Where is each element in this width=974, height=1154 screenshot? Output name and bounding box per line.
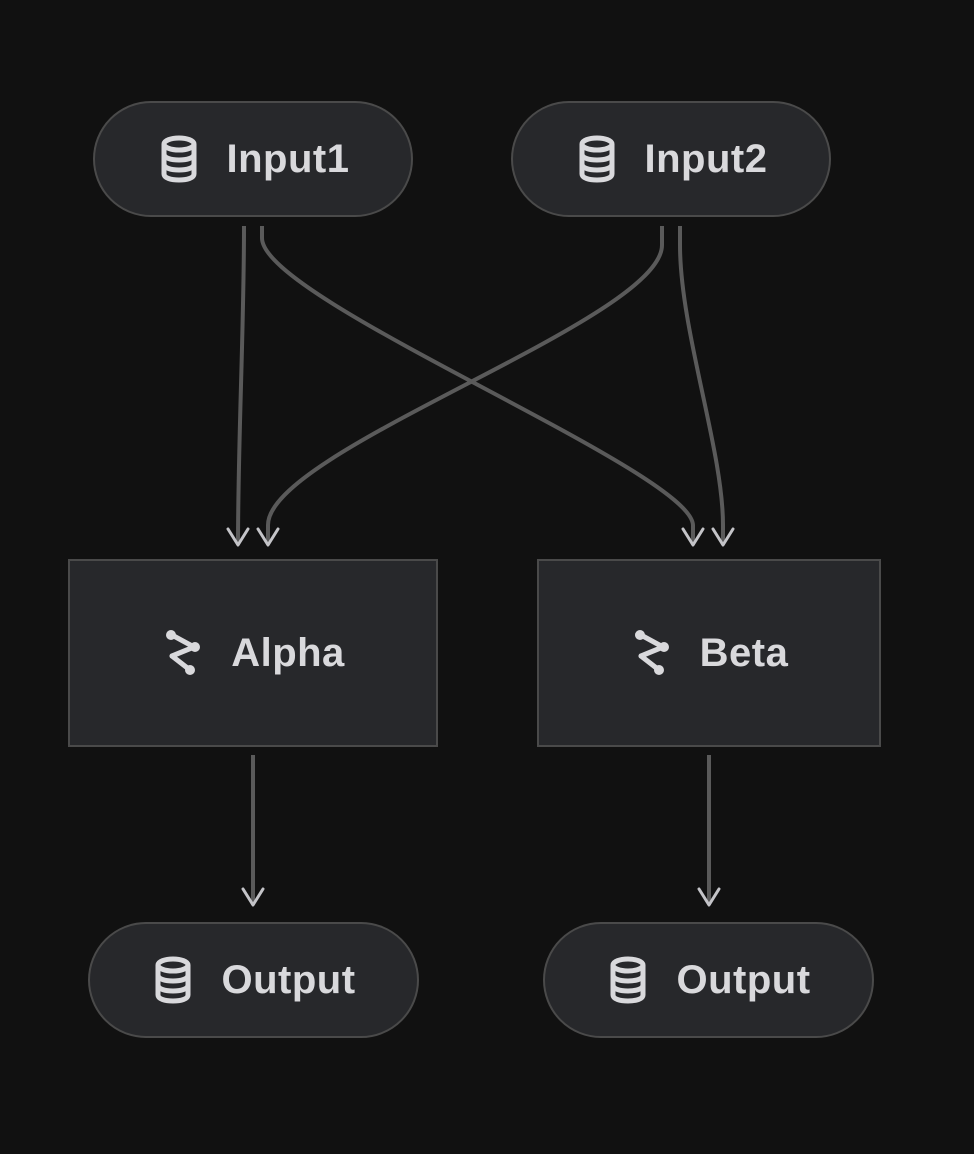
node-label: Input2 (644, 136, 768, 181)
database-icon (157, 135, 201, 183)
node-alpha[interactable]: Alpha (68, 559, 438, 747)
edge-input1-alpha (226, 225, 250, 547)
share-icon (630, 629, 674, 677)
node-output1[interactable]: Output (88, 922, 419, 1038)
edge-input2-beta (678, 226, 735, 547)
node-label: Beta (699, 630, 789, 675)
node-label: Alpha (231, 630, 345, 675)
database-icon (151, 956, 195, 1004)
node-input2[interactable]: Input2 (511, 101, 831, 217)
database-icon (606, 956, 650, 1004)
edge-input2-alpha (256, 226, 664, 547)
edge-input1-beta (260, 226, 705, 547)
database-icon (575, 135, 619, 183)
node-input1[interactable]: Input1 (93, 101, 413, 217)
share-icon (161, 629, 205, 677)
node-label: Output (221, 957, 356, 1002)
node-label: Input1 (226, 136, 350, 181)
node-output2[interactable]: Output (543, 922, 874, 1038)
node-beta[interactable]: Beta (537, 559, 881, 747)
node-label: Output (676, 957, 811, 1002)
